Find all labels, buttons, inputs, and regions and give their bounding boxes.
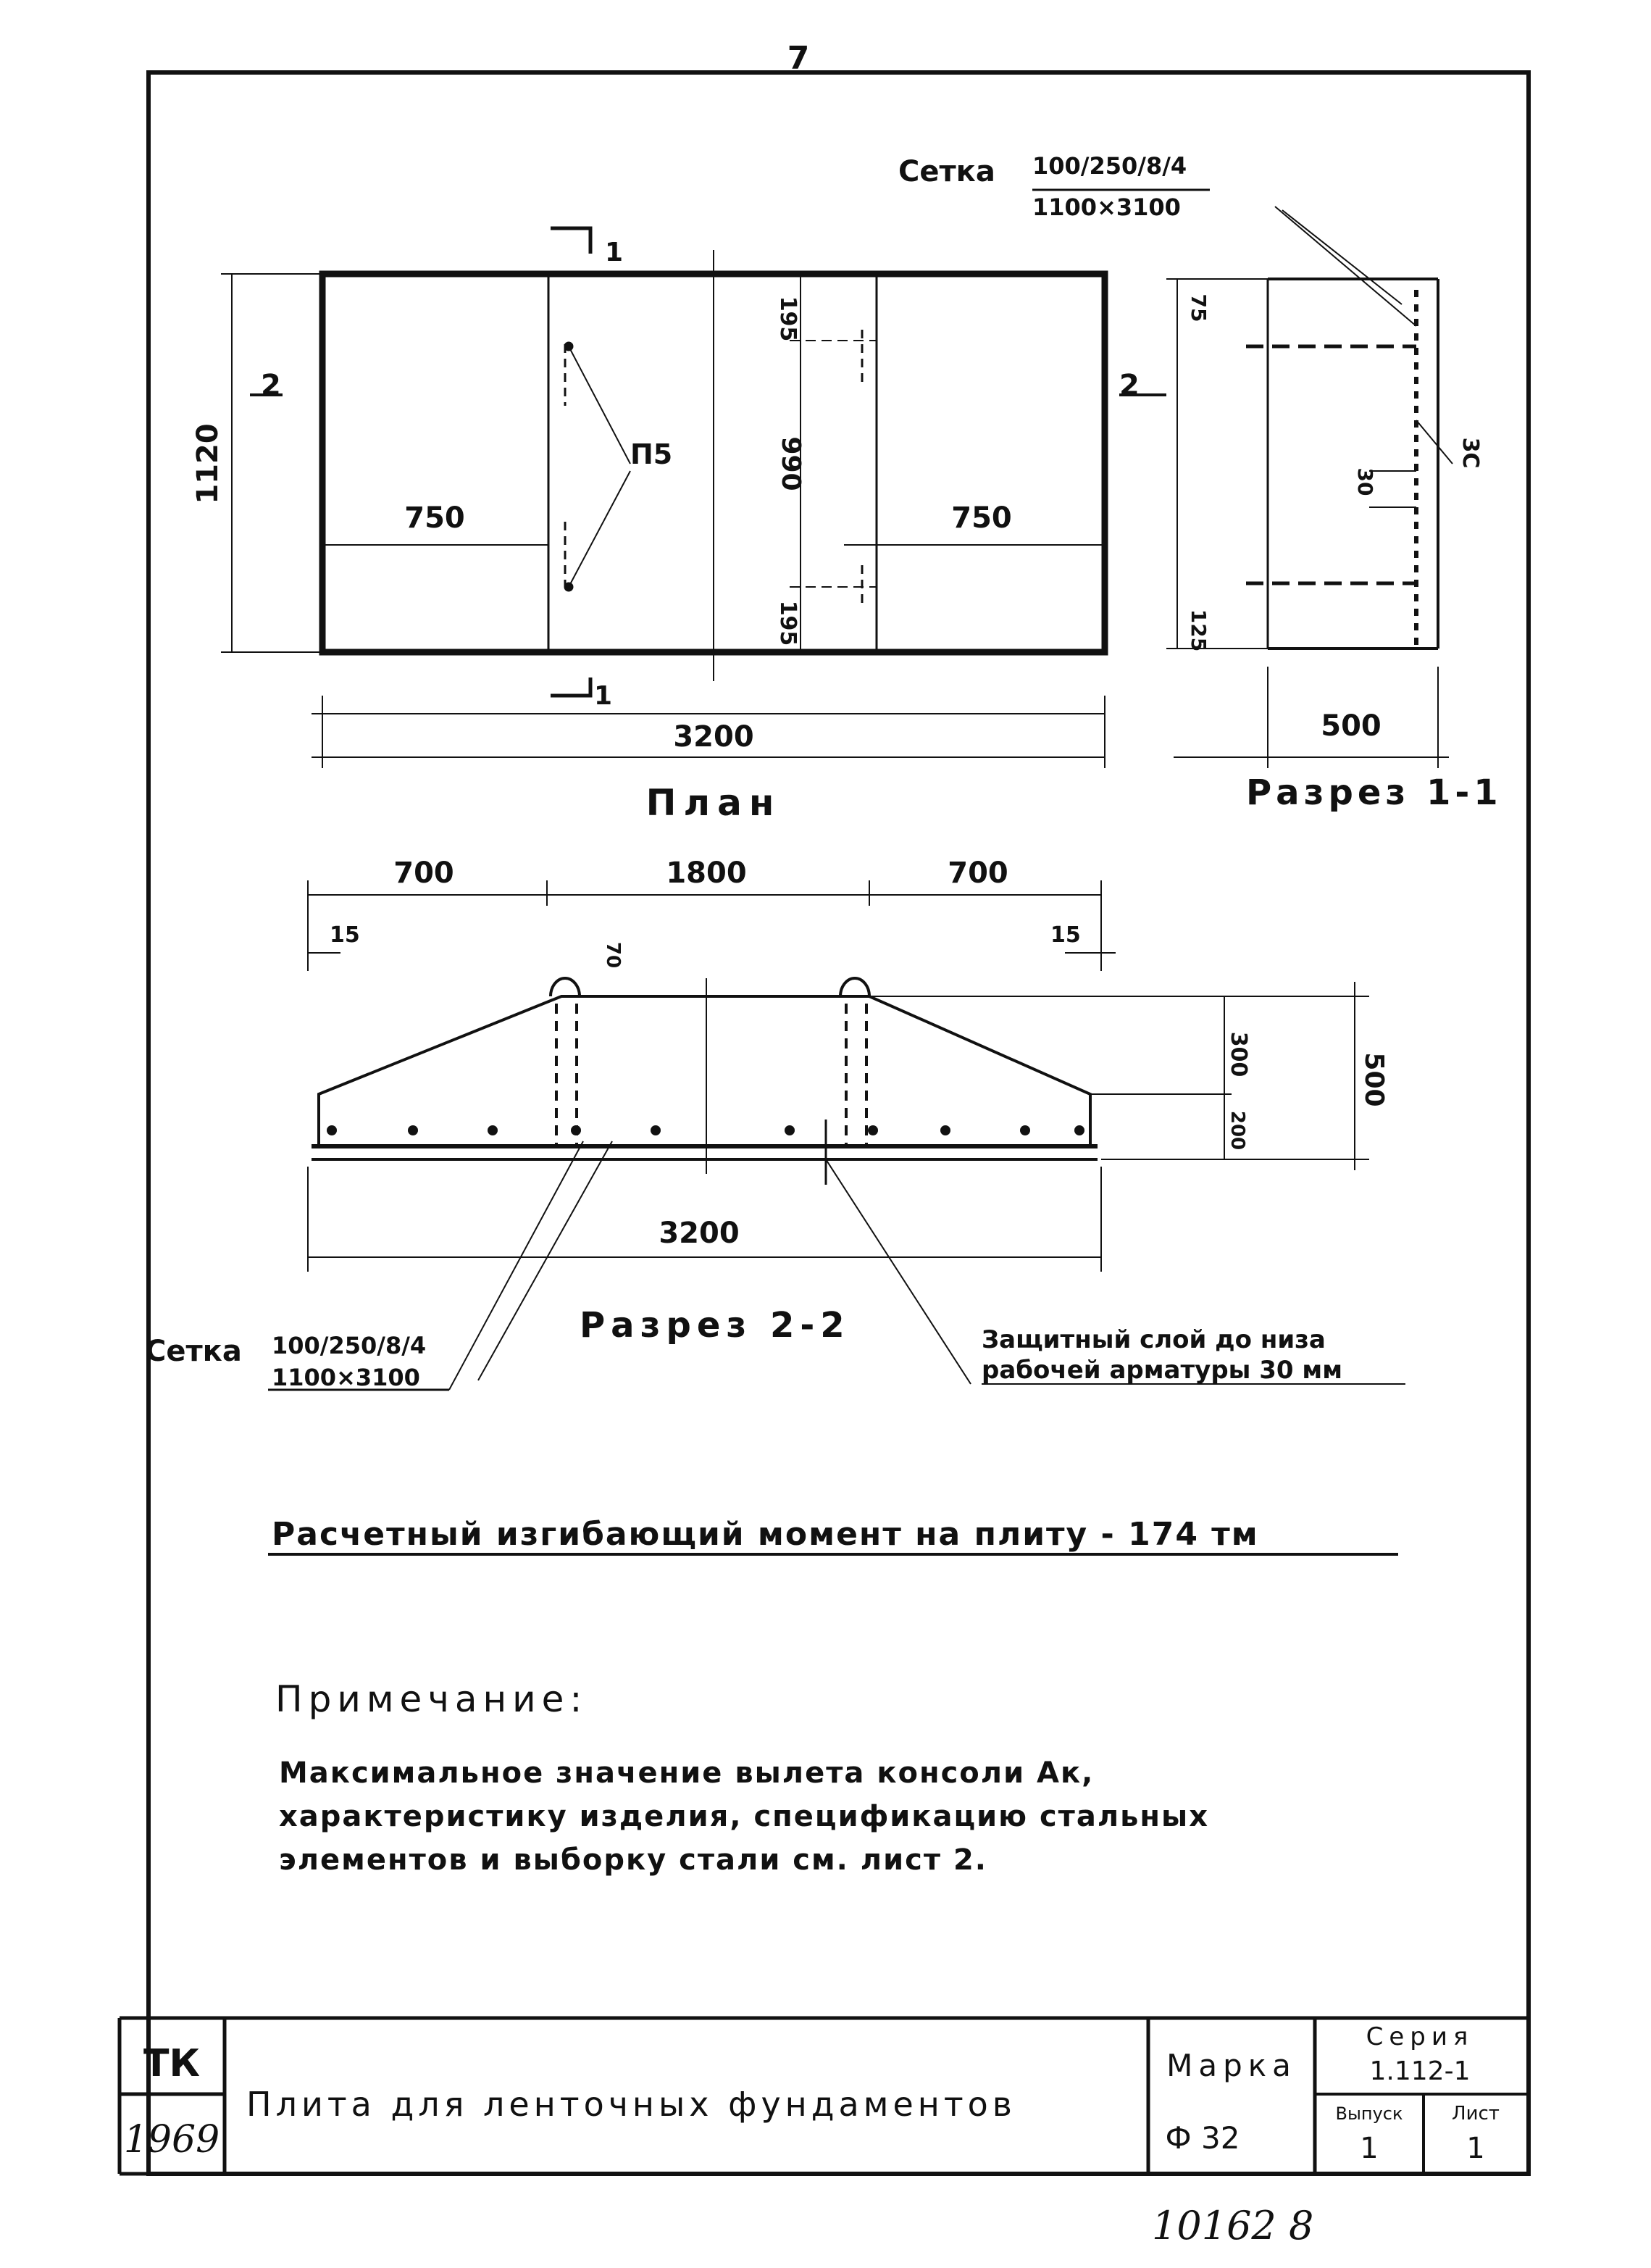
title-block-list-value: 1 [1466, 2132, 1484, 2165]
section11-dim-top: 75 [1187, 294, 1211, 322]
section22-dim-length: 3200 [659, 1217, 739, 1250]
title-block-vypusk-value: 1 [1360, 2132, 1378, 2165]
plan-dim-bottom: 195 [775, 601, 801, 646]
mesh-top-numerator: 100/250/8/4 [1032, 152, 1187, 180]
plan-view [221, 226, 1166, 768]
title-block-tk: ТК [143, 2042, 200, 2085]
section11-title: Разрез 1-1 [1246, 772, 1502, 813]
plan-section-2-left: 2 [261, 369, 281, 402]
moment-text: Расчетный изгибающий момент на плиту - 1… [272, 1516, 1259, 1553]
plan-dim-top: 195 [775, 296, 801, 342]
section22-dim-edge-left: 15 [330, 922, 360, 948]
section-1-1-view [1166, 278, 1453, 768]
mesh-bottom-numerator: 100/250/8/4 [272, 1332, 426, 1359]
title-block-grid [117, 2016, 1529, 2176]
section22-dim-200: 200 [1226, 1111, 1248, 1150]
plan-dim-right: 750 [951, 501, 1012, 535]
title-block-list-label: Лист [1452, 2103, 1500, 2125]
plan-dim-width: 1120 [191, 423, 225, 504]
protective-layer-line-2: рабочей арматуры 30 мм [982, 1356, 1342, 1385]
plan-dim-left: 750 [404, 501, 465, 535]
note-heading: Примечание: [275, 1678, 588, 1720]
section22-dim-300: 300 [1226, 1032, 1251, 1077]
plan-section-1-top: 1 [605, 238, 623, 267]
title-block-year: 1969 [124, 2118, 220, 2161]
title-block-vypusk-label: Выпуск [1336, 2104, 1403, 2124]
section11-dim-width: 500 [1321, 709, 1382, 743]
note-line-1: Максимальное значение вылета консоли Ак, [279, 1756, 1094, 1790]
plan-section-1-bottom: 1 [594, 681, 612, 711]
section22-dim-edge-right: 15 [1050, 922, 1081, 948]
title-block-name: Плита для ленточных фундаментов [246, 2085, 1016, 2124]
section22-dim-left: 700 [393, 856, 454, 890]
mesh-top-label: Сетка [898, 155, 995, 188]
section22-title: Разрез 2-2 [580, 1305, 850, 1346]
section11-dim-3c: 3C [1458, 438, 1483, 469]
section22-dim-70: 70 [602, 942, 624, 968]
plan-dim-mid: 990 [776, 436, 806, 491]
note-line-3: элементов и выборку стали см. лист 2. [279, 1843, 987, 1877]
mesh-bottom-label: Сетка [145, 1335, 242, 1368]
page-number: 7 [787, 40, 810, 77]
title-block-seriya-label: Серия [1366, 2022, 1474, 2051]
section11-dim-30: 30 [1353, 468, 1377, 496]
mesh-top-denominator: 1100×3100 [1032, 193, 1181, 221]
plan-section-2-right: 2 [1119, 369, 1140, 402]
section11-dim-bottom: 125 [1187, 609, 1211, 651]
protective-layer-line-1: Защитный слой до низа [982, 1325, 1326, 1354]
title-block-marka-value: Ф 32 [1166, 2120, 1240, 2156]
plan-title: План [646, 782, 782, 824]
note-line-2: характеристику изделия, спецификацию ста… [279, 1800, 1209, 1833]
section22-dim-500: 500 [1359, 1052, 1389, 1106]
plan-dim-length: 3200 [673, 720, 753, 754]
section22-dim-right: 700 [948, 856, 1008, 890]
plan-loop-label: П5 [630, 438, 672, 470]
section22-dim-mid: 1800 [666, 856, 746, 890]
title-block-seriya-value: 1.112-1 [1370, 2056, 1471, 2086]
section-2-2-view [268, 880, 1405, 1391]
title-block-marka-label: Марка [1166, 2048, 1297, 2083]
archive-stamp: 10162 8 [1152, 2203, 1313, 2248]
mesh-bottom-denominator: 1100×3100 [272, 1364, 420, 1391]
